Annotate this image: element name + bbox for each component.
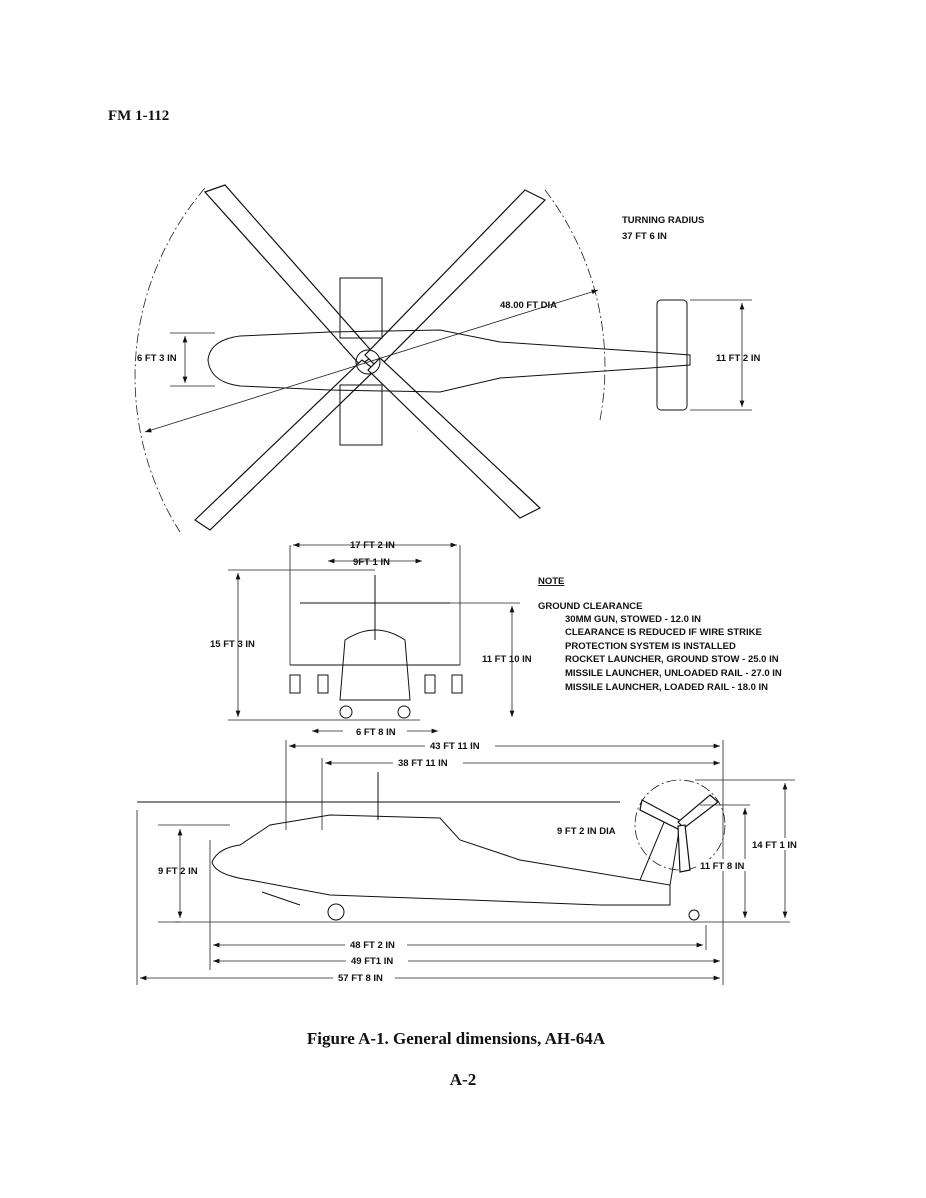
note-line: CLEARANCE IS REDUCED IF WIRE STRIKE: [565, 627, 762, 638]
rotor-diameter: 48.00 FT DIA: [500, 300, 557, 311]
rotor-blades: [194, 184, 547, 531]
height-tail: 11 FT 8 IN: [700, 861, 744, 872]
height-overall: 14 FT 1 IN: [752, 840, 797, 851]
turning-arc-left: [134, 187, 206, 533]
note-line: MISSILE LAUNCHER, LOADED RAIL - 18.0 IN: [565, 682, 768, 693]
top-view: [134, 184, 752, 533]
front-view: [228, 542, 520, 734]
wheel-track: 6 FT 8 IN: [356, 727, 396, 738]
tail-width: 11 FT 2 IN: [716, 353, 760, 364]
hub-height: 11 FT 10 IN: [482, 654, 532, 665]
length-b: 38 FT 11 IN: [398, 758, 448, 769]
note-heading: GROUND CLEARANCE: [538, 601, 643, 612]
side-view-labels: 43 FT 11 IN 38 FT 11 IN 9 FT 2 IN DIA 14…: [158, 739, 805, 984]
turning-radius-value: 37 FT 6 IN: [622, 231, 667, 242]
inner-span: 9FT 1 IN: [353, 557, 390, 568]
side-view: [136, 740, 795, 985]
tail-rotor-diameter: 9 FT 2 IN DIA: [557, 826, 616, 837]
fuselage-length: 48 FT 2 IN: [350, 940, 395, 951]
figure-caption: Figure A-1. General dimensions, AH-64A: [307, 1029, 606, 1048]
note-line: 30MM GUN, STOWED - 12.0 IN: [565, 614, 701, 625]
turning-radius-label: TURNING RADIUS: [622, 215, 704, 226]
document-id: FM 1-112: [108, 108, 169, 124]
overall-height: 15 FT 3 IN: [210, 639, 255, 650]
overall-length: 57 FT 8 IN: [338, 973, 383, 984]
height-fuselage: 9 FT 2 IN: [158, 866, 198, 877]
note-title: NOTE: [538, 576, 564, 587]
page-number: A-2: [450, 1070, 476, 1089]
length-c: 49 FT1 IN: [351, 956, 393, 967]
note-line: MISSILE LAUNCHER, UNLOADED RAIL - 27.0 I…: [565, 668, 782, 679]
note-line: PROTECTION SYSTEM IS INSTALLED: [565, 641, 736, 652]
stabilator-width: 6 FT 3 IN: [137, 353, 177, 364]
length-a: 43 FT 11 IN: [430, 741, 480, 752]
fuselage-top: [207, 329, 691, 393]
note-line: ROCKET LAUNCHER, GROUND STOW - 25.0 IN: [565, 654, 779, 665]
ground-clearance-note: NOTE GROUND CLEARANCE 30MM GUN, STOWED -…: [538, 576, 782, 693]
stabilator: [656, 299, 688, 411]
wing-span: 17 FT 2 IN: [350, 540, 395, 551]
